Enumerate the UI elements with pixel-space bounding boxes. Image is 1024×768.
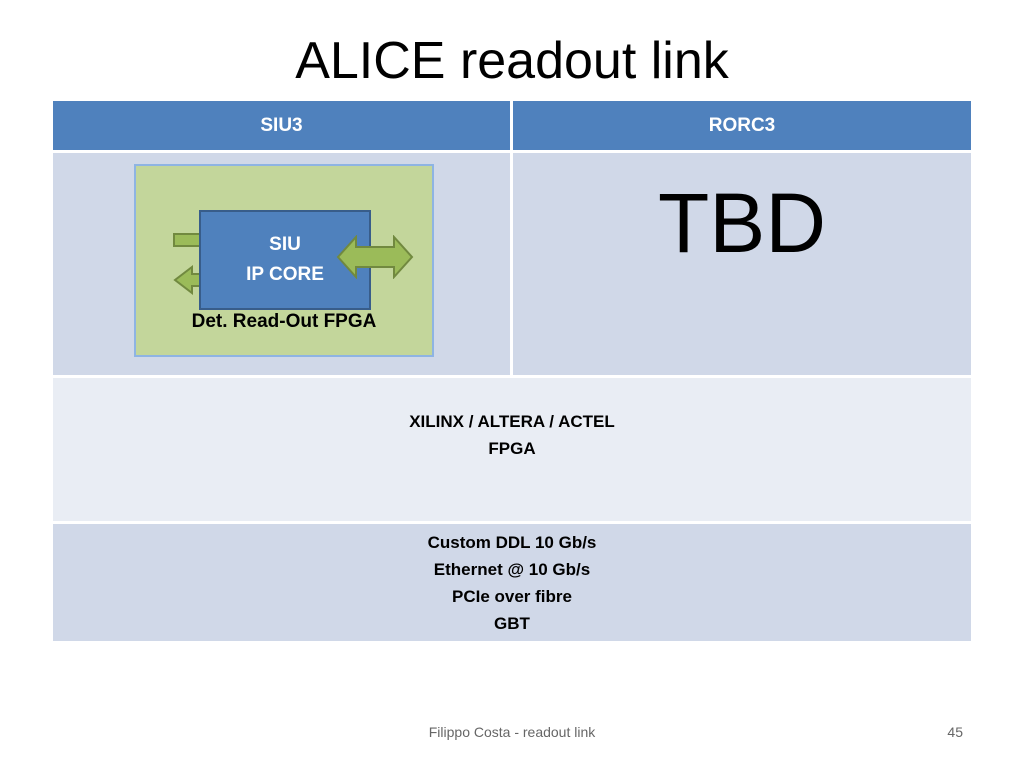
siu-diagram-cell: SIU IP CORE Det. Read-Out FPGA bbox=[53, 153, 510, 375]
page-number: 45 bbox=[947, 724, 963, 740]
footer-text: Filippo Costa - readout link bbox=[428, 724, 596, 740]
header-rorc3: RORC3 bbox=[513, 101, 971, 150]
link-type-gbt: GBT bbox=[494, 614, 530, 633]
link-type-pcie: PCIe over fibre bbox=[452, 587, 572, 606]
fpga-vendors-cell: XILINX / ALTERA / ACTEL FPGA bbox=[53, 378, 971, 521]
tbd-text: TBD bbox=[658, 176, 826, 270]
slide-title: ALICE readout link bbox=[295, 32, 729, 90]
readout-fpga-box: SIU IP CORE Det. Read-Out FPGA bbox=[134, 164, 434, 357]
link-type-ddl: Custom DDL 10 Gb/s bbox=[427, 533, 597, 552]
readout-table: SIU3 RORC3 SIU IP CORE Det. Read-Out FPG… bbox=[53, 101, 971, 641]
fpga-vendors-line: XILINX / ALTERA / ACTEL bbox=[409, 412, 615, 431]
rorc3-cell: TBD bbox=[513, 153, 971, 375]
fpga-line: FPGA bbox=[488, 439, 536, 458]
siu-label: SIU bbox=[269, 234, 301, 255]
header-siu3: SIU3 bbox=[53, 101, 510, 150]
ip-core-label: IP CORE bbox=[246, 264, 324, 285]
link-types-cell: Custom DDL 10 Gb/s Ethernet @ 10 Gb/s PC… bbox=[53, 524, 971, 641]
fpga-label: Det. Read-Out FPGA bbox=[191, 311, 377, 332]
bidirectional-arrow-icon bbox=[336, 235, 414, 279]
link-type-ethernet: Ethernet @ 10 Gb/s bbox=[433, 560, 591, 579]
